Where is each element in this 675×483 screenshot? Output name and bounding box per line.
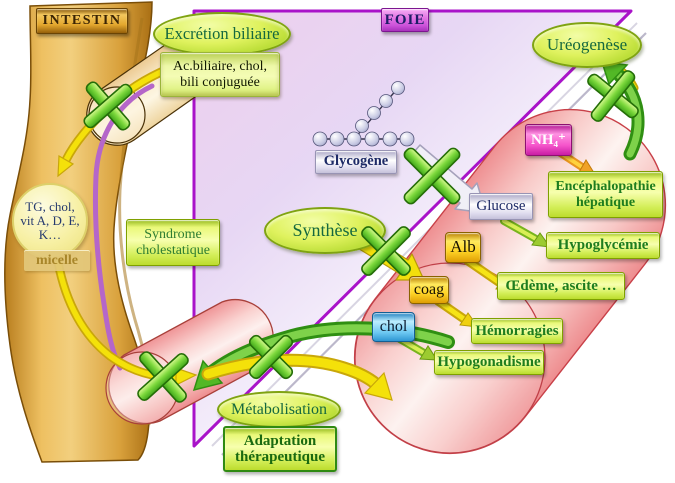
oedeme-ascite-box: Œdème, ascite …	[497, 272, 625, 300]
hemorragies-box: Hémorragies	[471, 318, 563, 344]
hypogonadisme-box: Hypogonadisme	[434, 350, 544, 375]
synthese-title: Synthèse	[292, 219, 358, 240]
adaptation-line1: Adaptation	[243, 432, 317, 449]
glycogen-molecule-icon	[312, 81, 415, 147]
adaptation-therapeutique-box: Adaptation thérapeutique	[223, 426, 337, 472]
micelle-content-line2: vit A, D, E,	[20, 212, 80, 228]
glucose-text: Glucose	[476, 198, 526, 215]
bile-substrates-line1: Ac.biliaire, chol,	[172, 59, 268, 75]
alb-text: Alb	[450, 237, 476, 257]
coag-text: coag	[413, 281, 445, 299]
hemorragies-text: Hémorragies	[475, 322, 559, 339]
micelle-content-circle: TG, chol, vit A, D, E, K…	[12, 183, 88, 259]
syndrome-cholestatique-box: Syndrome cholestatique	[126, 219, 220, 266]
excretion-biliaire-ellipse: Excrétion biliaire	[153, 12, 291, 56]
chol-box: chol	[372, 312, 415, 342]
micelle-content-line1: TG, chol,	[25, 198, 75, 214]
intestin-title: INTESTIN	[42, 13, 122, 29]
excretion-title: Excrétion biliaire	[164, 24, 280, 44]
ureogenese-title: Uréogenèse	[546, 34, 628, 54]
metabolisation-title: Métabolisation	[231, 400, 327, 418]
encephalopathie-text: Encéphalopathie hépatique	[555, 179, 656, 210]
chol-text: chol	[379, 318, 408, 336]
glycogene-label: Glycogène	[315, 150, 397, 174]
syndrome-line1: Syndrome	[144, 227, 202, 243]
hypoglycemie-box: Hypoglycémie	[546, 232, 660, 259]
micelle-label-text: micelle	[36, 252, 78, 268]
oedeme-text: Œdème, ascite …	[505, 277, 617, 294]
alb-box: Alb	[445, 232, 481, 263]
foie-title: FOIE	[384, 11, 426, 28]
nh4-text: NH₄⁺	[531, 131, 566, 148]
micelle-content-line3: K…	[38, 227, 62, 243]
intestin-region-label: INTESTIN	[36, 8, 128, 34]
bile-substrates-line2: bili conjuguée	[180, 74, 260, 90]
hypogonadisme-text: Hypogonadisme	[437, 354, 541, 371]
adaptation-line2: thérapeutique	[235, 449, 325, 465]
encephalopathie-box: Encéphalopathie hépatique	[548, 171, 663, 218]
bypass-flow-arrow	[201, 353, 393, 401]
syndrome-line2: cholestatique	[136, 242, 210, 258]
nh4-box: NH₄⁺	[525, 124, 572, 156]
synthese-ellipse: Synthèse	[264, 207, 386, 254]
bile-substrates-box: Ac.biliaire, chol, bili conjuguée	[160, 52, 280, 97]
glycogene-label-text: Glycogène	[323, 153, 389, 170]
glucose-box: Glucose	[469, 193, 533, 220]
ureogenese-ellipse: Uréogenèse	[532, 22, 642, 68]
coag-box: coag	[409, 276, 449, 304]
metabolisation-ellipse: Métabolisation	[217, 391, 341, 428]
foie-region-label: FOIE	[381, 8, 429, 32]
glucose-deficit-arrow	[500, 217, 552, 248]
hypoglycemie-text: Hypoglycémie	[557, 237, 649, 254]
micelle-label: micelle	[24, 250, 90, 271]
